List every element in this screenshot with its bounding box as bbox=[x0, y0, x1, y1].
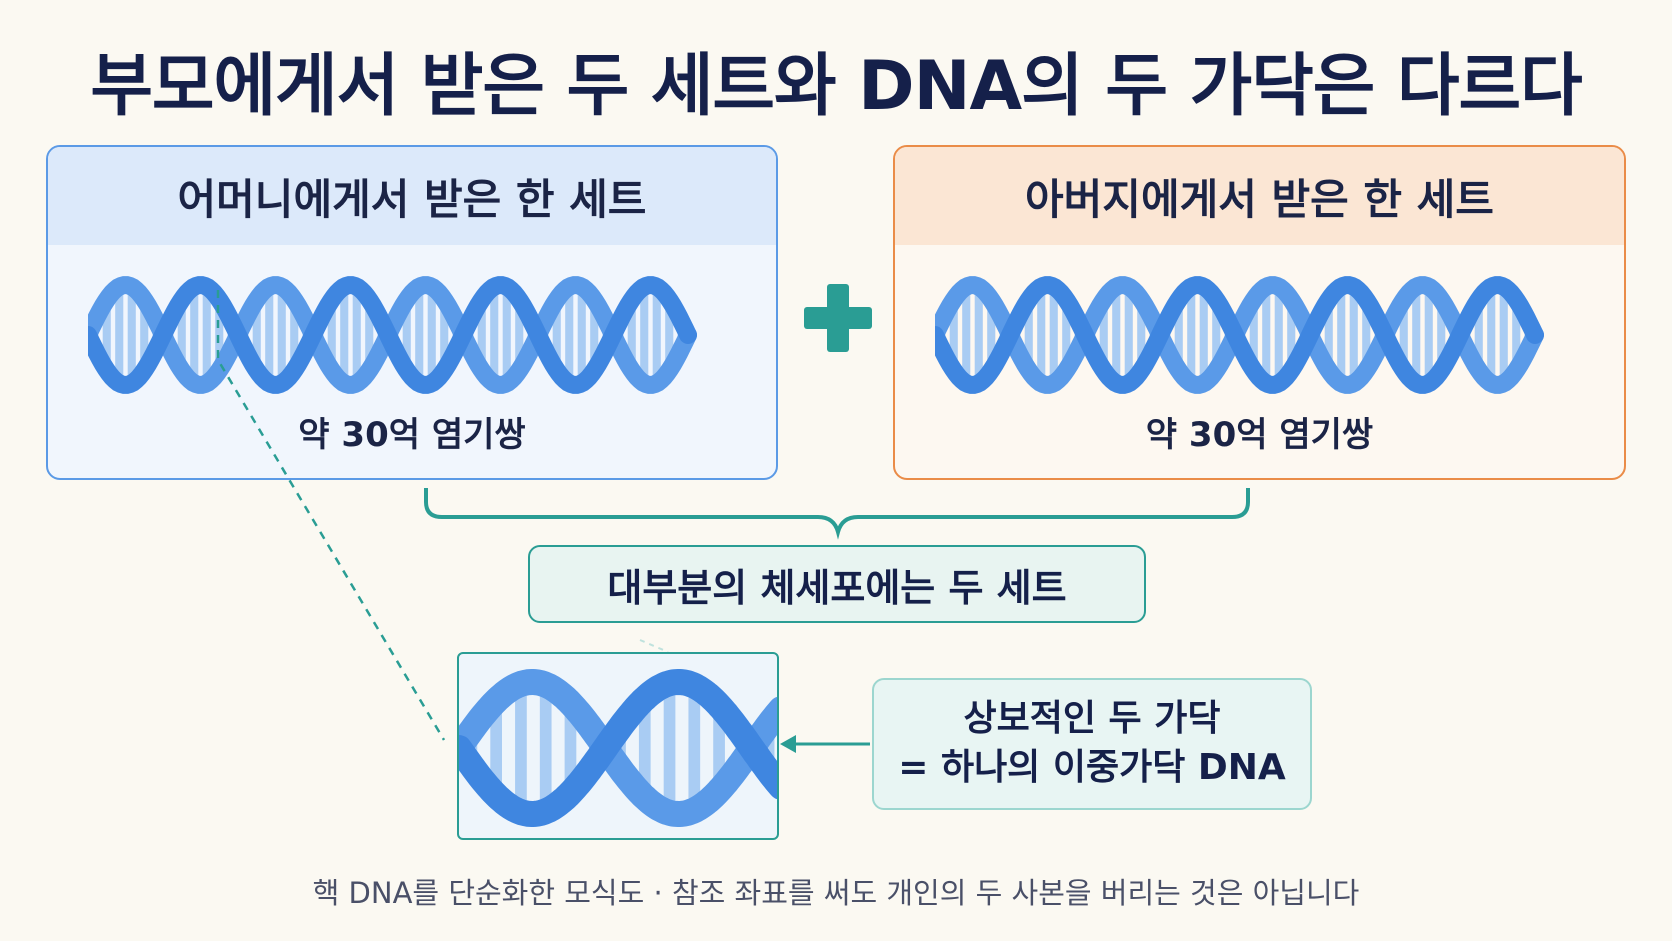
father-set-caption: 약 30억 염기쌍 bbox=[1145, 415, 1374, 455]
merge-bracket bbox=[424, 488, 1250, 540]
page-title: 부모에게서 받은 두 세트와 DNA의 두 가닥은 다르다 bbox=[90, 47, 1582, 126]
father-set-heading: 아버지에게서 받은 한 세트 bbox=[895, 147, 1624, 245]
complementary-strands-box: 상보적인 두 가닥 = 하나의 이중가닥 DNA bbox=[872, 678, 1312, 810]
zoomed-dna-helix-icon bbox=[459, 669, 777, 827]
father-dna-helix-icon bbox=[926, 265, 1595, 409]
mother-set-caption: 약 30억 염기쌍 bbox=[298, 415, 526, 455]
dna-strand-front bbox=[459, 669, 777, 827]
plus-icon bbox=[804, 284, 872, 352]
helix-zoom-box bbox=[457, 652, 779, 840]
mother-dna-helix-icon bbox=[79, 265, 748, 409]
mother-set-panel: 어머니에게서 받은 한 세트 약 30억 염기쌍 bbox=[46, 145, 778, 480]
somatic-cell-label: 대부분의 체세포에는 두 세트 bbox=[528, 545, 1146, 623]
zoom-guide-line-short bbox=[639, 639, 669, 653]
mother-set-heading: 어머니에게서 받은 한 세트 bbox=[48, 147, 776, 245]
dna-strand-front bbox=[926, 276, 1544, 394]
dna-strand-back bbox=[459, 669, 777, 827]
footnote: 핵 DNA를 단순화한 모식도 · 참조 좌표를 써도 개인의 두 사본을 버리… bbox=[312, 876, 1360, 910]
strands-line-1: 상보적인 두 가닥 bbox=[963, 698, 1221, 740]
arrow-left-icon bbox=[780, 735, 870, 753]
father-set-panel: 아버지에게서 받은 한 세트 약 30억 염기쌍 bbox=[893, 145, 1626, 480]
strands-line-2: = 하나의 이중가닥 DNA bbox=[898, 747, 1286, 788]
